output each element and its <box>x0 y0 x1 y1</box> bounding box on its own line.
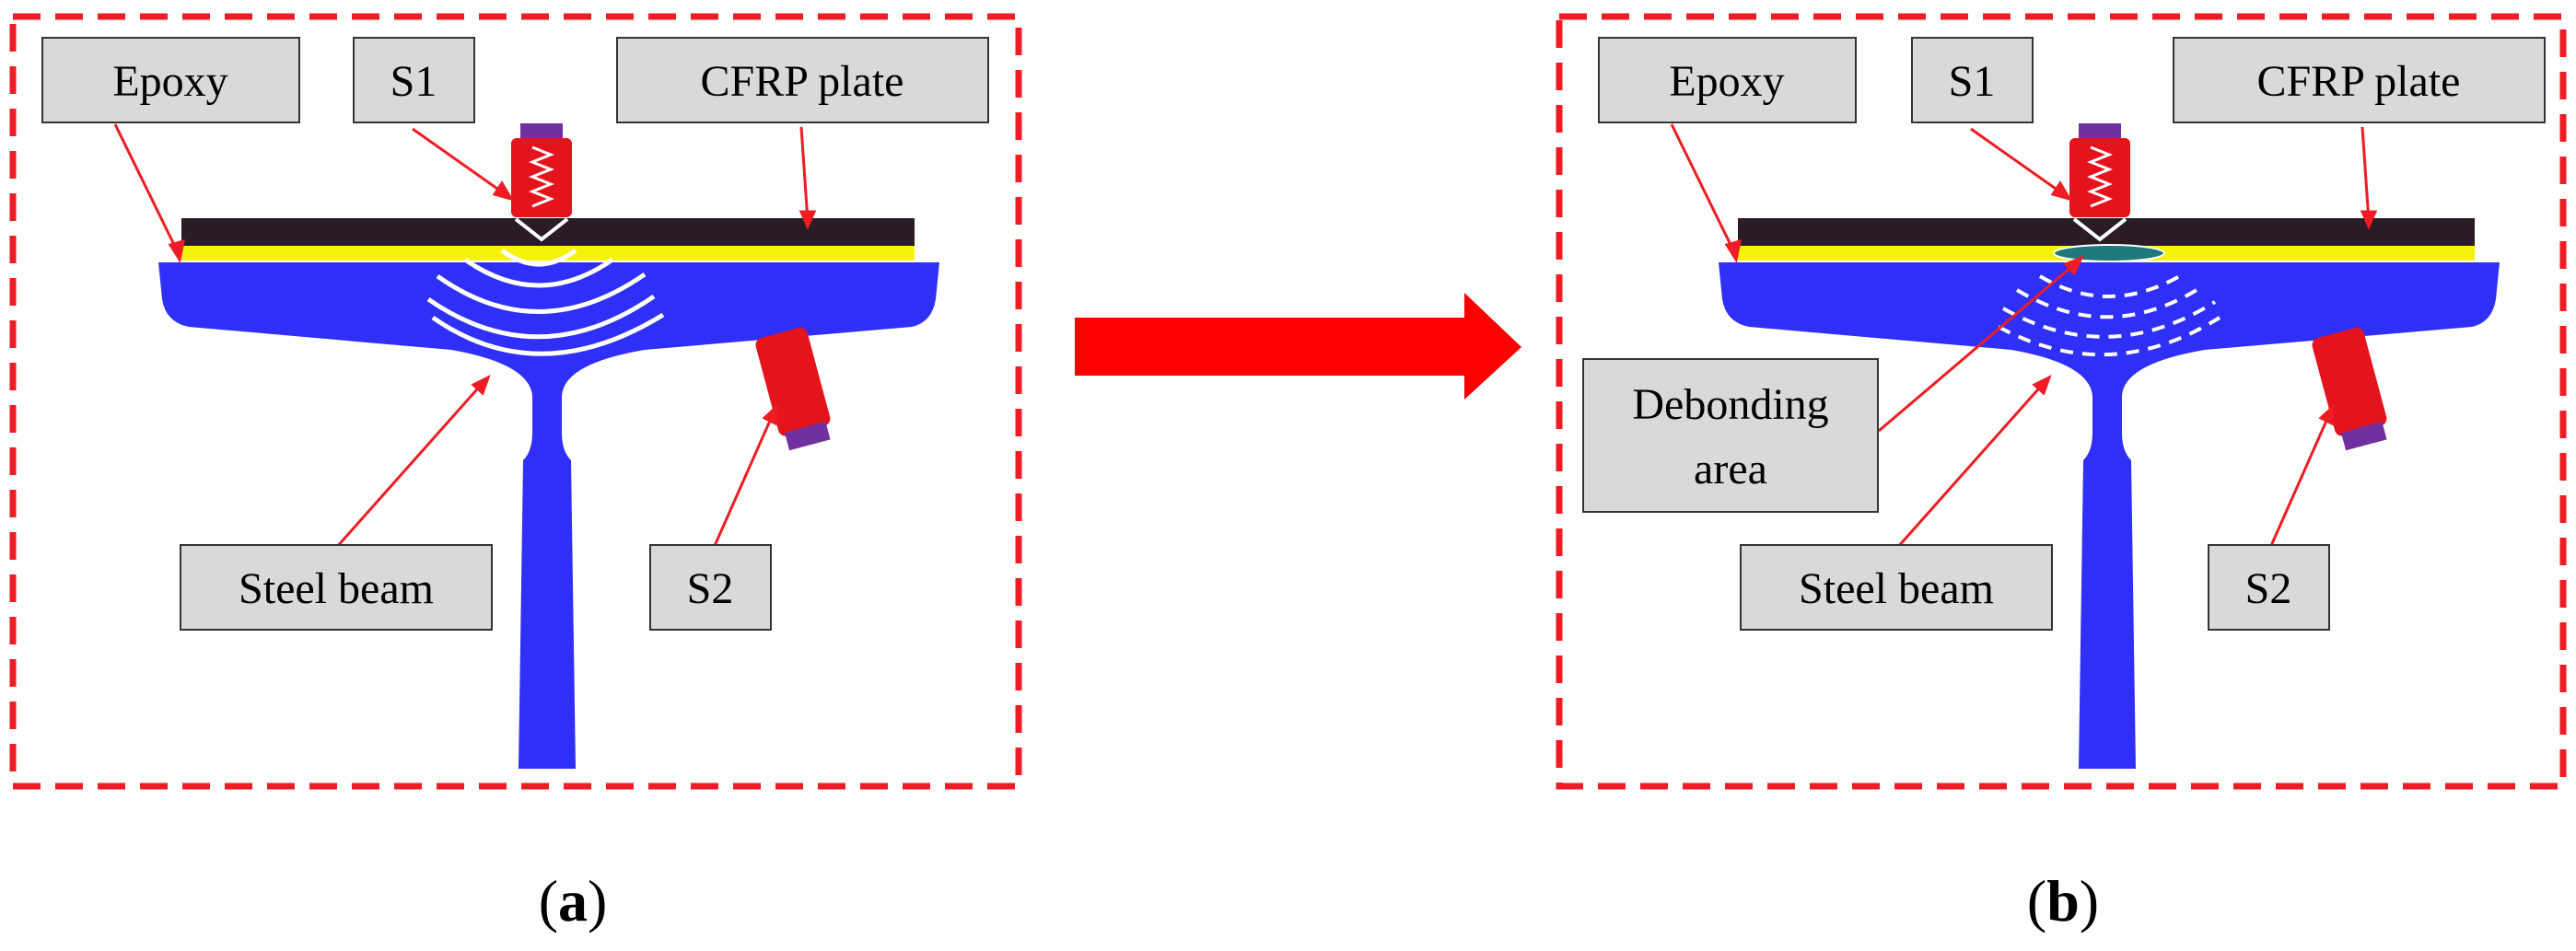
svg-text:Steel beam: Steel beam <box>239 564 434 613</box>
sensor-s2 <box>755 327 831 451</box>
label-epoxy: Epoxy <box>1598 37 1857 123</box>
label-epoxy: Epoxy <box>41 37 300 123</box>
label-s2: S2 <box>2208 544 2330 631</box>
svg-text:S2: S2 <box>2245 564 2292 613</box>
epoxy-layer <box>181 246 915 261</box>
svg-text:CFRP plate: CFRP plate <box>2257 57 2461 106</box>
sensor-s2-body <box>2312 327 2387 436</box>
sensor-s1-cap <box>520 123 563 142</box>
sensor-s1-wedge <box>2072 217 2127 242</box>
wave-arc <box>426 294 656 340</box>
wave-arc <box>436 272 647 314</box>
svg-text:Steel beam: Steel beam <box>1799 564 1994 613</box>
svg-text:S1: S1 <box>390 57 437 106</box>
sensor-s1-spring <box>2086 145 2114 208</box>
panel-a-frame <box>9 13 1022 790</box>
caption-a: (a) <box>539 868 608 934</box>
sensor-s2-body <box>755 327 831 436</box>
panel-a: Epoxy S1 CFRP plate Steel beam S2 (a) <box>9 13 1022 934</box>
sensor-s1 <box>2069 123 2130 242</box>
guided-waves-dashed <box>1998 273 2221 357</box>
wave-arc <box>2002 300 2217 339</box>
leader-lines <box>113 123 817 549</box>
guided-waves <box>426 248 665 356</box>
label-s1: S1 <box>1911 37 2034 123</box>
label-cfrp-plate: CFRP plate <box>616 37 989 123</box>
panel-b-frame <box>1556 13 2567 790</box>
sensor-s2-cap <box>2340 422 2387 451</box>
label-cfrp-plate: CFRP plate <box>2173 37 2546 123</box>
label-steel-beam: Steel beam <box>1740 544 2053 631</box>
svg-text:S1: S1 <box>1949 57 1996 106</box>
wave-arc <box>431 312 665 356</box>
svg-text:Debonding: Debonding <box>1632 380 1828 429</box>
debonding-area <box>2053 244 2165 262</box>
svg-text:area: area <box>1694 445 1767 493</box>
leader-lines <box>1670 123 2378 549</box>
label-steel-beam: Steel beam <box>180 544 493 631</box>
svg-text:Epoxy: Epoxy <box>112 57 227 106</box>
svg-text:Epoxy: Epoxy <box>1669 57 1784 106</box>
sensor-s1-spring <box>528 145 555 208</box>
right-arrow-icon <box>1075 293 1521 400</box>
wave-arc <box>2038 273 2185 298</box>
label-s2: S2 <box>649 544 772 631</box>
svg-text:S2: S2 <box>687 564 734 613</box>
sensor-s1-wedge <box>514 217 569 242</box>
wave-arc <box>2015 285 2203 319</box>
steel-beam <box>1719 262 2500 769</box>
sensor-s1-body <box>2069 138 2130 217</box>
sensor-s1-body <box>511 138 572 217</box>
sensor-s2-cap <box>784 422 831 451</box>
sensor-s1 <box>511 123 572 242</box>
caption-b: (b) <box>2027 868 2099 934</box>
label-debonding-area: Debonding area <box>1582 358 1879 513</box>
wave-arc <box>500 248 577 267</box>
sensor-s2 <box>2312 327 2387 451</box>
svg-text:CFRP plate: CFRP plate <box>701 57 904 106</box>
wave-arc <box>1998 316 2221 357</box>
sensor-s1-cap <box>2079 123 2121 142</box>
steel-beam <box>158 262 939 769</box>
panel-b: Epoxy S1 CFRP plate Debonding area Steel… <box>1556 13 2567 934</box>
label-s1: S1 <box>353 37 475 123</box>
wave-arc <box>463 257 614 288</box>
